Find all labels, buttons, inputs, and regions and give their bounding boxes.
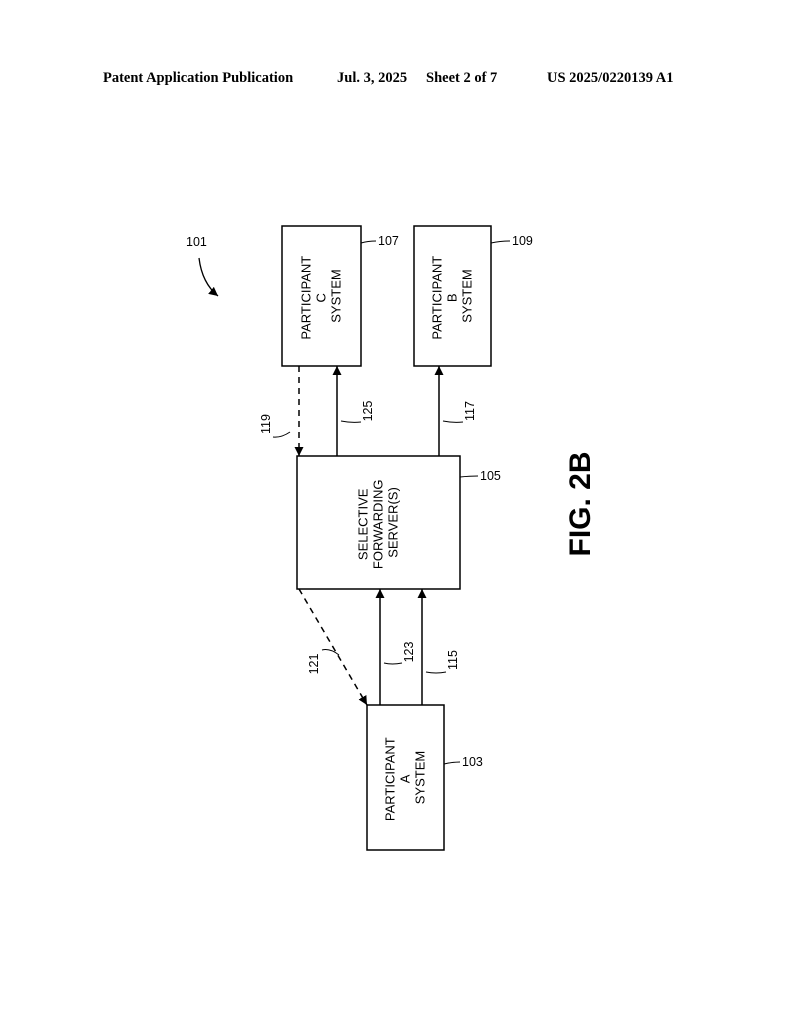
ref-121: 121: [307, 654, 321, 675]
participant-b-box: PARTICIPANT B SYSTEM: [413, 225, 492, 367]
participant-b-line-1: PARTICIPANT: [430, 256, 445, 340]
participant-a-line-1: PARTICIPANT: [383, 737, 398, 821]
ref-117: 117: [463, 401, 477, 421]
ref-109: 109: [512, 234, 533, 248]
ref-117-leader: [442, 420, 464, 423]
arrow-121-dashed: [298, 588, 368, 706]
ref-107-leader: [360, 240, 377, 244]
ref-119: 119: [259, 414, 273, 434]
ref-101-arrow: [198, 257, 219, 297]
ref-107: 107: [378, 234, 399, 248]
ref-109-leader: [490, 240, 511, 244]
svg-text:PARTICIPANT C SYST: PARTICIPANT C SYSTEM: [299, 252, 344, 339]
publication-date: Jul. 3, 2025: [337, 70, 408, 86]
ref-119-leader: [272, 431, 291, 438]
svg-text:PARTICIPANT A SYST: PARTICIPANT A SYSTEM: [383, 734, 428, 821]
ref-101: 101: [186, 235, 207, 249]
ref-125-leader: [340, 420, 362, 423]
ref-103: 103: [462, 755, 483, 769]
svg-text:SELECTIVE FORWARDING: SELECTIVE FORWARDING SERVER(S): [356, 476, 401, 569]
participant-a-box: PARTICIPANT A SYSTEM: [366, 704, 445, 851]
ref-123-leader: [383, 662, 403, 665]
server-line-1: SELECTIVE: [356, 488, 371, 560]
ref-105: 105: [480, 469, 501, 483]
ref-125: 125: [361, 401, 375, 422]
ref-105-leader: [459, 475, 479, 478]
publication-type: Patent Application Publication: [103, 70, 294, 86]
participant-c-line-2: C: [314, 293, 329, 302]
participant-c-line-1: PARTICIPANT: [299, 256, 314, 340]
publication-number: US 2025/0220139 A1: [547, 70, 674, 86]
ref-103-leader: [443, 761, 461, 765]
participant-b-line-3: SYSTEM: [460, 269, 475, 322]
sheet-number: Sheet 2 of 7: [426, 70, 498, 86]
participant-a-line-3: SYSTEM: [413, 751, 428, 804]
ref-121-leader: [321, 649, 340, 656]
participant-c-line-3: SYSTEM: [329, 269, 344, 322]
server-box: SELECTIVE FORWARDING SERVER(S): [296, 455, 461, 590]
ref-115: 115: [446, 650, 460, 670]
participant-c-box: PARTICIPANT C SYSTEM: [281, 225, 362, 367]
ref-115-leader: [425, 671, 447, 674]
page-header: Patent Application Publication Jul. 3, 2…: [0, 70, 794, 90]
figure-label: FIG. 2B: [564, 451, 597, 556]
server-line-2: FORWARDING: [371, 480, 386, 570]
ref-123: 123: [402, 642, 416, 663]
participant-a-line-2: A: [398, 774, 413, 783]
svg-text:PARTICIPANT B SYST: PARTICIPANT B SYSTEM: [430, 252, 475, 339]
server-line-3: SERVER(S): [386, 487, 401, 558]
participant-b-line-2: B: [445, 293, 460, 302]
